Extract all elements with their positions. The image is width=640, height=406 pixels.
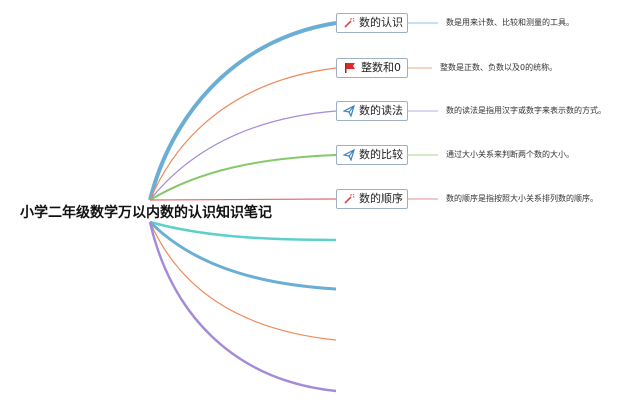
branch-description: 数的读法是指用汉字或数字来表示数的方式。 xyxy=(446,106,606,115)
branch-label: 数的认识 xyxy=(359,16,403,29)
wand-icon xyxy=(343,192,355,206)
branch-label: 整数和0 xyxy=(361,61,401,74)
connector-branch-1 xyxy=(148,21,337,201)
branch-node-5[interactable]: 数的顺序 xyxy=(336,189,408,209)
branch-label: 数的顺序 xyxy=(359,192,403,205)
branch-node-3[interactable]: 数的读法 xyxy=(336,101,408,121)
connector-lower-3 xyxy=(149,221,337,341)
connector-lower-4 xyxy=(148,221,337,393)
branch-node-4[interactable]: 数的比较 xyxy=(336,145,408,165)
connector-lower-2 xyxy=(148,220,337,291)
root-topic[interactable]: 小学二年级数学万以内数的认识知识笔记 xyxy=(20,205,272,221)
branch-description: 整数是正数、负数以及0的统称。 xyxy=(440,63,558,72)
red-flag-icon xyxy=(343,61,357,75)
connector-branch-2 xyxy=(149,67,337,201)
branch-node-2[interactable]: 整数和0 xyxy=(336,58,408,78)
connector-lower-1 xyxy=(149,220,337,242)
branch-description: 数的顺序是指按照大小关系排列数的顺序。 xyxy=(446,194,598,203)
branch-description: 数是用来计数、比较和测量的工具。 xyxy=(446,18,574,27)
branch-node-1[interactable]: 数的认识 xyxy=(336,13,408,33)
paper-plane-icon xyxy=(343,148,355,162)
wand-icon xyxy=(343,16,355,30)
branch-description: 通过大小关系来判断两个数的大小。 xyxy=(446,150,574,159)
branch-label: 数的比较 xyxy=(359,148,403,161)
connector-branch-4 xyxy=(149,154,337,201)
connector-branch-5 xyxy=(149,198,337,201)
branch-label: 数的读法 xyxy=(359,104,403,117)
connector-branch-3 xyxy=(149,110,337,201)
paper-plane-icon xyxy=(343,104,355,118)
